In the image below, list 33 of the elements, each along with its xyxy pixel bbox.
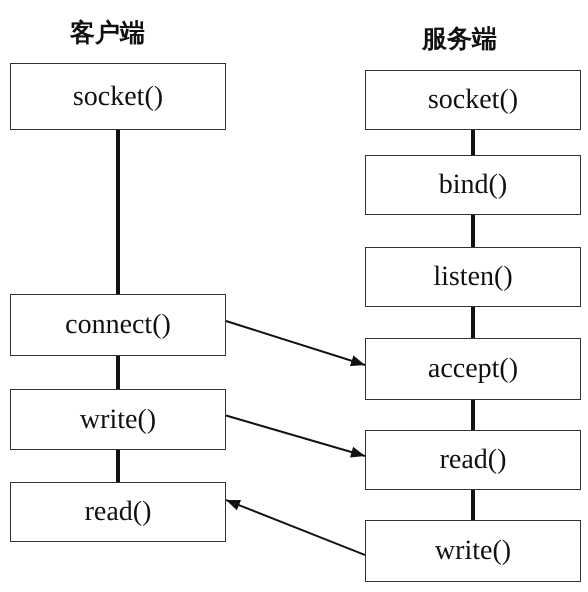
function-name: read() — [440, 444, 506, 476]
function-name: connect() — [65, 309, 171, 341]
function-name: read() — [84, 496, 152, 528]
connector-line — [116, 450, 120, 482]
column-heading: 服务端 — [422, 23, 497, 55]
connector-line — [116, 130, 120, 294]
column-heading: 客户端 — [70, 17, 145, 49]
connector-line — [471, 215, 475, 247]
function-box — [365, 70, 581, 130]
function-box — [365, 155, 581, 215]
function-box — [10, 482, 226, 542]
function-box — [365, 338, 581, 400]
function-box — [10, 63, 226, 130]
function-box — [365, 430, 581, 490]
function-name: socket() — [428, 84, 518, 116]
connector-line — [471, 400, 475, 430]
connector-line — [471, 490, 475, 520]
function-name: accept() — [428, 353, 518, 385]
arrow — [226, 414, 366, 458]
function-name: listen() — [433, 261, 513, 293]
arrow — [226, 499, 366, 556]
function-name: bind() — [438, 169, 508, 201]
function-box — [365, 247, 581, 307]
connector-line — [471, 130, 475, 155]
function-box — [365, 520, 581, 582]
function-name: write() — [80, 404, 156, 436]
connector-line — [116, 356, 120, 389]
function-name: write() — [434, 535, 512, 567]
connector-line — [471, 307, 475, 338]
function-name: socket() — [72, 80, 164, 112]
arrow — [226, 320, 366, 366]
function-box — [10, 389, 226, 450]
function-box — [10, 294, 226, 356]
